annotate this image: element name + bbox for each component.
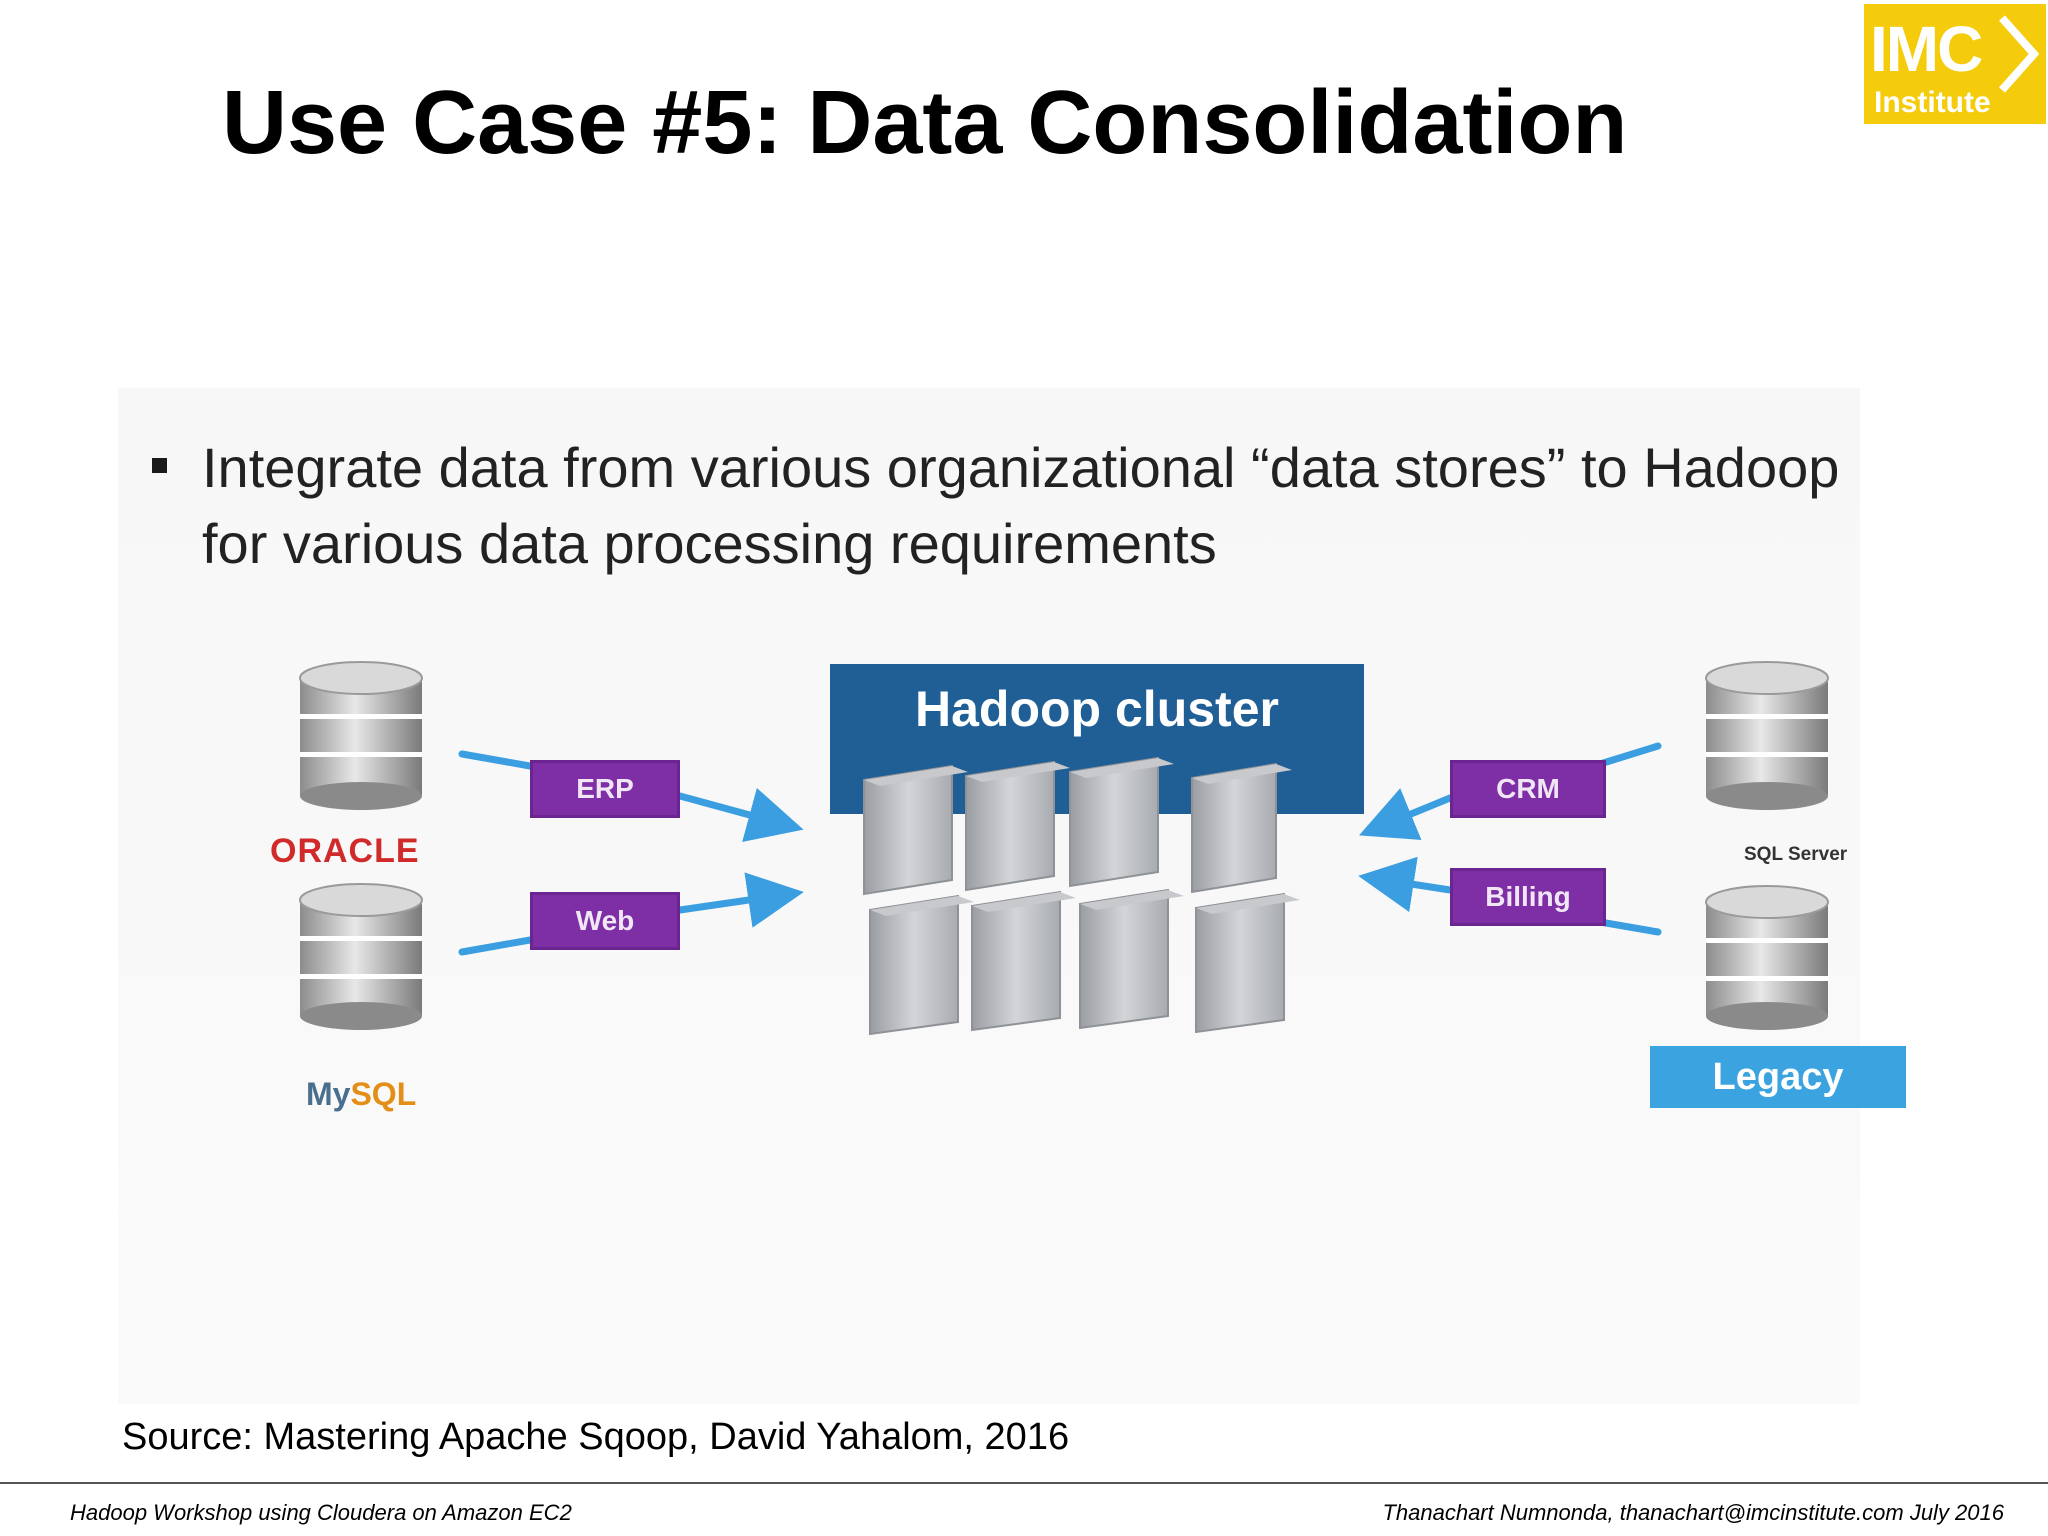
flow-tag-billing: Billing — [1450, 868, 1606, 926]
server-icon — [1191, 762, 1292, 894]
footer-workshop: Hadoop Workshop using Cloudera on Amazon… — [70, 1500, 572, 1525]
arrow-web-to-cluster — [676, 872, 804, 928]
mysql-logo: MySQL — [306, 1076, 416, 1113]
sqlserver-logo: SQL Server — [1744, 844, 1848, 865]
arrow-crm-to-cluster — [1359, 788, 1454, 840]
legacy-database-icon — [1705, 885, 1829, 1030]
footer-divider — [0, 1482, 2048, 1484]
bullet-marker — [152, 458, 167, 473]
server-icon — [869, 894, 974, 1036]
arrow-billing-to-cluster — [1358, 856, 1454, 913]
source-citation: Source: Mastering Apache Sqoop, David Ya… — [122, 1416, 1070, 1458]
mysql-logo-my: My — [306, 1076, 351, 1112]
flow-tag-erp: ERP — [530, 760, 680, 818]
server-icon — [1195, 892, 1300, 1034]
arrow-oracle-to-erp — [458, 750, 534, 770]
legacy-label: Legacy — [1650, 1046, 1906, 1108]
footer-author: Thanachart Numnonda, thanachart@imcinsti… — [1382, 1500, 2004, 1525]
server-icon — [863, 764, 968, 896]
mysql-database-icon — [299, 883, 423, 1030]
flow-tag-web: Web — [530, 892, 680, 950]
server-icon — [1079, 888, 1184, 1030]
slide-title: Use Case #5: Data Consolidation — [222, 73, 1628, 173]
server-icon — [965, 760, 1070, 892]
arrow-mysql-to-web — [458, 936, 534, 956]
bullet-text: Integrate data from various organization… — [202, 436, 1840, 575]
flow-tag-crm: CRM — [1450, 760, 1606, 818]
sqlserver-database-icon — [1705, 661, 1829, 810]
arrow-sqlserver-to-crm — [1596, 742, 1662, 768]
hadoop-cluster-label: Hadoop cluster — [915, 681, 1279, 737]
mysql-logo-sql: SQL — [350, 1076, 417, 1112]
arrow-erp-to-cluster — [676, 787, 804, 842]
oracle-database-icon — [299, 661, 423, 810]
logo-text-imc: IMC — [1870, 13, 1983, 85]
server-icon — [1069, 756, 1174, 888]
arrow-legacy-to-billing — [1596, 918, 1662, 936]
imc-institute-logo: IMC Institute — [1864, 4, 2046, 124]
logo-text-institute: Institute — [1874, 86, 1991, 119]
oracle-logo: ORACLE — [270, 832, 420, 870]
logo-chevron-icon — [1999, 15, 2040, 93]
server-icon — [971, 890, 1076, 1032]
